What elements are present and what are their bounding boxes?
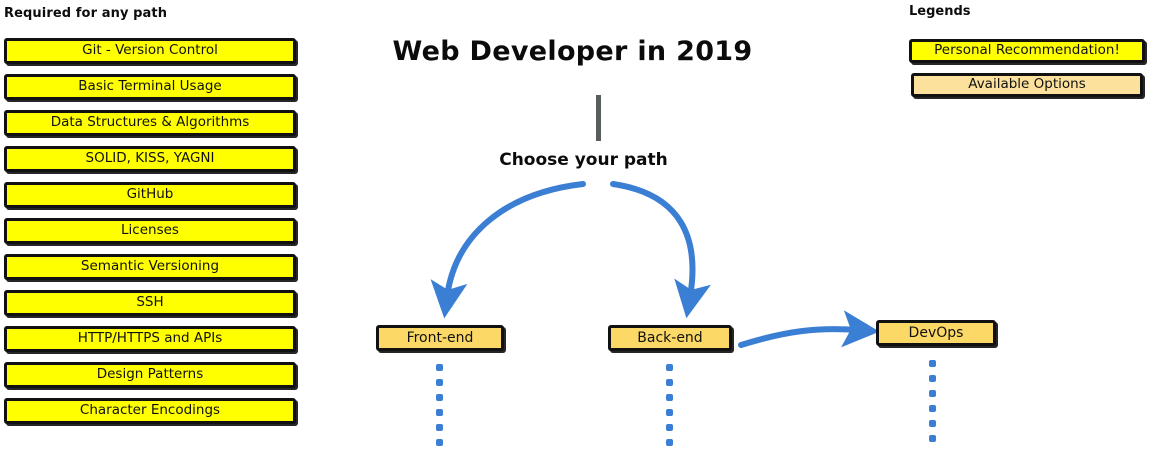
trail-dot [436,409,443,416]
trail-dot [436,439,443,446]
path-box-backend[interactable]: Back-end [608,325,732,351]
trail-dot [666,379,673,386]
trail-dot [666,364,673,371]
path-box-frontend[interactable]: Front-end [376,325,504,351]
required-topic-label: Semantic Versioning [80,258,220,275]
arrow-to-frontend [430,181,586,319]
dotted-trail-devops [929,360,937,450]
trail-dot [929,405,936,412]
choose-path-text: Choose your path [499,150,668,170]
trail-dot [929,435,936,442]
required-topic-label: Data Structures & Algorithms [50,114,250,131]
required-topic-design-patterns[interactable]: Design Patterns [4,362,296,388]
required-topics-list: Git - Version Control Basic Terminal Usa… [4,38,296,434]
required-topic-solid-kiss-yagni[interactable]: SOLID, KISS, YAGNI [4,146,296,172]
required-topic-http-apis[interactable]: HTTP/HTTPS and APIs [4,326,296,352]
required-topic-label: Design Patterns [96,366,204,383]
trail-dot [436,394,443,401]
path-box-devops[interactable]: DevOps [876,320,996,346]
required-topic-character-encodings[interactable]: Character Encodings [4,398,296,424]
title-stem-connector [596,95,601,141]
sidebar-heading: Required for any path [4,6,168,21]
trail-dot [666,409,673,416]
trail-dot [666,439,673,446]
trail-dot [436,379,443,386]
trail-dot [666,394,673,401]
legend-item-label: Available Options [968,76,1086,93]
required-topic-label: Character Encodings [79,402,221,419]
trail-dot [436,424,443,431]
required-topic-semantic-versioning[interactable]: Semantic Versioning [4,254,296,280]
path-box-label: DevOps [908,325,964,341]
required-topic-git[interactable]: Git - Version Control [4,38,296,64]
required-topic-ssh[interactable]: SSH [4,290,296,316]
legend-panel: Legends Personal Recommendation! Availab… [909,4,1145,107]
legend-heading: Legends [909,4,971,19]
required-topic-label: Git - Version Control [82,42,218,59]
required-topic-label: Licenses [121,222,179,239]
legend-item-available-options: Available Options [911,73,1143,97]
required-topic-data-structures[interactable]: Data Structures & Algorithms [4,110,296,136]
dotted-trail-backend [666,364,674,454]
trail-dot [929,375,936,382]
choose-path-label: Choose your path [0,150,1149,170]
trail-dot [929,360,936,367]
required-topic-licenses[interactable]: Licenses [4,218,296,244]
arrow-to-backend [610,181,711,319]
required-topic-label: SSH [136,294,164,311]
required-topic-label: HTTP/HTTPS and APIs [77,330,223,347]
required-topic-label: SOLID, KISS, YAGNI [85,150,215,167]
required-topic-label: GitHub [126,186,174,203]
path-box-label: Front-end [406,330,474,346]
trail-dot [436,364,443,371]
required-topic-terminal[interactable]: Basic Terminal Usage [4,74,296,100]
required-topic-github[interactable]: GitHub [4,182,296,208]
trail-dot [666,424,673,431]
trail-dot [929,390,936,397]
dotted-trail-frontend [436,364,444,454]
legend-item-personal-recommendation: Personal Recommendation! [909,39,1145,63]
arrow-backend-to-devops [738,310,880,348]
page-title: Web Developer in 2019 [0,36,1149,67]
page-title-text: Web Developer in 2019 [392,36,753,67]
required-topic-label: Basic Terminal Usage [78,78,222,95]
trail-dot [929,420,936,427]
legend-item-label: Personal Recommendation! [934,42,1120,59]
path-box-label: Back-end [637,330,703,346]
